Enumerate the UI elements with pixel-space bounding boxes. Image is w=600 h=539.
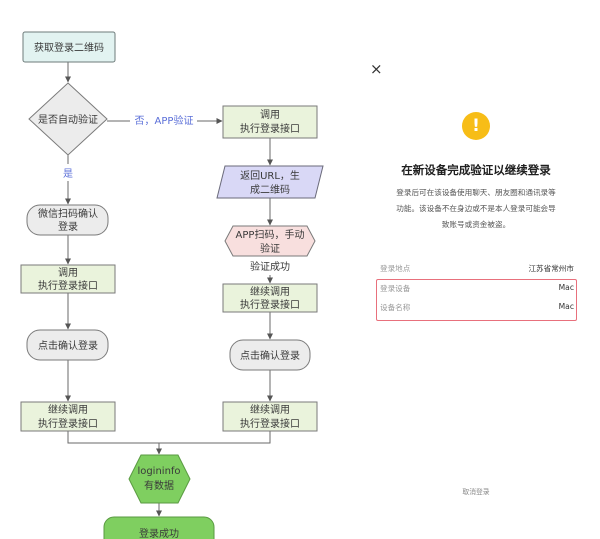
description-line: 功能。该设备不在身边或不是本人登录可能会导: [396, 204, 556, 213]
description-line: 致账号或资金被盗。: [441, 220, 511, 229]
node-left-click-confirm: 点击确认登录: [26, 329, 109, 361]
node-right-click-confirm: 点击确认登录: [229, 339, 311, 371]
dialog-title: 在新设备完成验证以继续登录: [401, 163, 551, 177]
node-logininfo-check: logininfo 有数据: [128, 454, 191, 504]
node-right-call-login: 调用 执行登录接口: [222, 105, 318, 139]
highlight-box: [376, 279, 577, 321]
description-line: 登录后可在该设备使用聊天、朋友圈和通讯录等: [396, 188, 556, 197]
edge-label-verify-success: 验证成功: [250, 260, 290, 273]
info-value: Mac: [558, 302, 574, 311]
node-login-success-label: 登录成功: [139, 527, 179, 539]
edge-label-yes: 是: [63, 168, 73, 180]
edges: [65, 62, 273, 517]
node-logininfo-line2: 有数据: [144, 479, 174, 492]
node-left-continue-call-line2: 执行登录接口: [38, 417, 98, 430]
node-app-scan-line2: 验证: [260, 242, 280, 255]
node-right-continue-call-2: 继续调用 执行登录接口: [222, 401, 318, 432]
info-row-login-device: 登录设备 Mac: [380, 283, 574, 295]
info-label: 登录地点: [380, 264, 411, 273]
info-label: 登录设备: [380, 284, 411, 293]
node-app-scan: APP扫码，手动 验证: [224, 225, 316, 257]
info-row-login-location: 登录地点 江苏省常州市: [380, 263, 574, 275]
decision-label: 是否自动验证: [38, 113, 98, 126]
node-left-call-login-line1: 调用: [58, 267, 78, 279]
node-left-call-login-line2: 执行登录接口: [38, 279, 98, 292]
node-login-success: 登录成功: [103, 516, 215, 539]
close-icon[interactable]: ×: [370, 60, 383, 78]
node-left-call-login: 调用 执行登录接口: [20, 264, 116, 294]
node-right-continue-call-1: 继续调用 执行登录接口: [222, 283, 318, 313]
node-auto-verify-decision: 是否自动验证: [28, 82, 108, 156]
node-right-call-login-line1: 调用: [260, 109, 280, 121]
edge-merge: [67, 431, 271, 444]
info-value: Mac: [558, 283, 574, 292]
cancel-login-button[interactable]: 取消登录: [462, 488, 490, 496]
node-return-url-line1: 返回URL，生: [240, 169, 300, 182]
node-right-continue-call-1-line1: 继续调用: [250, 285, 290, 298]
node-wechat-confirm-line1: 微信扫码确认: [38, 207, 98, 220]
info-row-device-name: 设备名称 Mac: [380, 302, 574, 314]
node-wechat-confirm-line2: 登录: [58, 220, 78, 233]
node-return-url-line2: 成二维码: [250, 183, 290, 196]
node-app-scan-line1: APP扫码，手动: [236, 228, 305, 241]
node-wechat-confirm: 微信扫码确认 登录: [26, 204, 109, 236]
node-return-url: 返回URL，生 成二维码: [216, 165, 324, 199]
node-logininfo-line1: logininfo: [137, 466, 180, 477]
dialog-description: 登录后可在该设备使用聊天、朋友圈和通讯录等 功能。该设备不在身边或不是本人登录可…: [377, 185, 575, 233]
warning-icon: !: [462, 112, 490, 140]
node-left-continue-call: 继续调用 执行登录接口: [20, 401, 116, 432]
node-left-click-confirm-label: 点击确认登录: [38, 339, 98, 352]
node-right-click-confirm-label: 点击确认登录: [240, 349, 300, 362]
node-left-continue-call-line1: 继续调用: [48, 403, 88, 416]
new-device-verify-dialog: × ! 在新设备完成验证以继续登录 登录后可在该设备使用聊天、朋友圈和通讯录等 …: [350, 0, 600, 539]
node-right-continue-call-1-line2: 执行登录接口: [240, 298, 300, 311]
node-right-continue-call-2-line1: 继续调用: [250, 403, 290, 416]
info-label: 设备名称: [380, 303, 411, 312]
edge-label-no: 否，APP验证: [135, 114, 194, 127]
node-right-continue-call-2-line2: 执行登录接口: [240, 417, 300, 430]
node-get-qrcode-label: 获取登录二维码: [34, 41, 104, 54]
node-right-call-login-line2: 执行登录接口: [240, 122, 300, 135]
node-get-qrcode: 获取登录二维码: [22, 31, 116, 63]
info-value: 江苏省常州市: [528, 264, 574, 273]
